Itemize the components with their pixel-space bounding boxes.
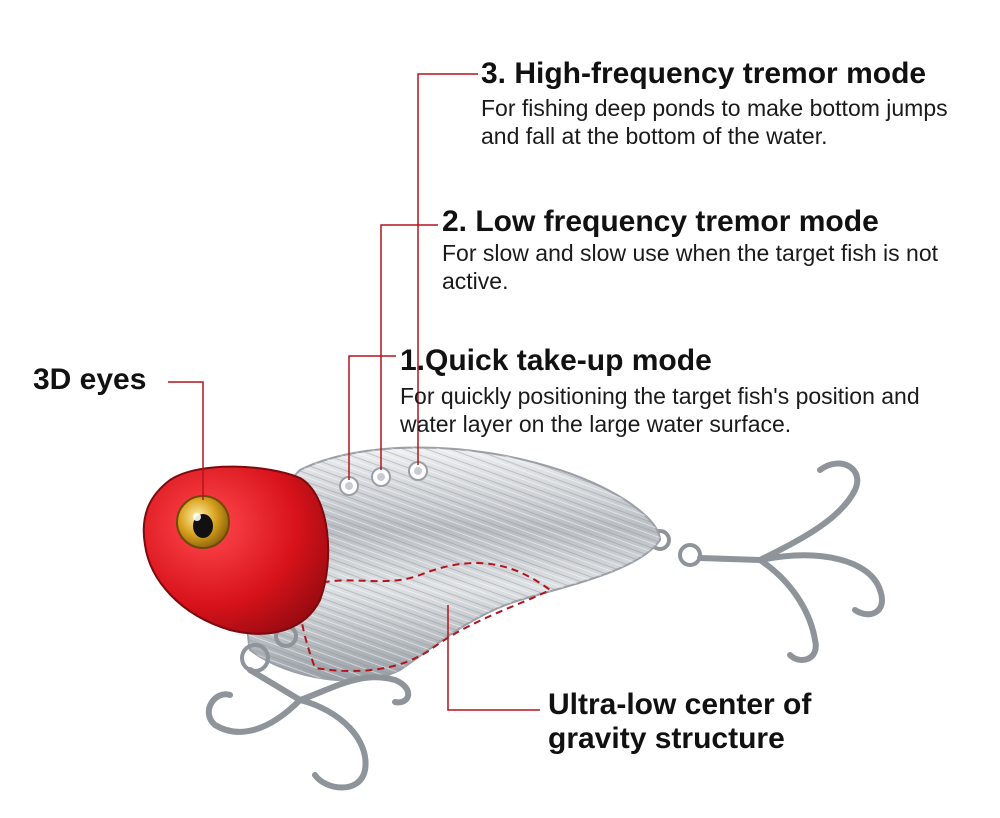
quick-take-up-title: 1.Quick take-up mode bbox=[400, 344, 712, 377]
quick-take-up-description: For quickly positioning the target fish'… bbox=[400, 383, 920, 437]
eyes-label: 3D eyes bbox=[33, 363, 147, 396]
high-frequency-title: 3. High-frequency tremor mode bbox=[481, 57, 927, 90]
leader-low-frequency bbox=[380, 224, 438, 470]
leader-eyes bbox=[168, 381, 204, 500]
low-frequency-description: For slow and slow use when the target fi… bbox=[442, 240, 939, 294]
leader-high-frequency bbox=[417, 73, 478, 465]
low-frequency-title: 2. Low frequency tremor mode bbox=[442, 205, 879, 238]
leader-quick-take-up bbox=[348, 355, 396, 480]
leader-gravity bbox=[447, 605, 540, 711]
lure-head bbox=[142, 465, 330, 635]
gravity-label: Ultra-low center of gravity structure bbox=[548, 688, 812, 755]
lure-body bbox=[246, 446, 662, 682]
high-frequency-description: For fishing deep ponds to make bottom ju… bbox=[481, 95, 948, 149]
leader-lines bbox=[168, 73, 540, 711]
front-treble-hook bbox=[205, 624, 412, 791]
eye-icon bbox=[176, 495, 230, 549]
rear-treble-hook bbox=[649, 460, 885, 663]
